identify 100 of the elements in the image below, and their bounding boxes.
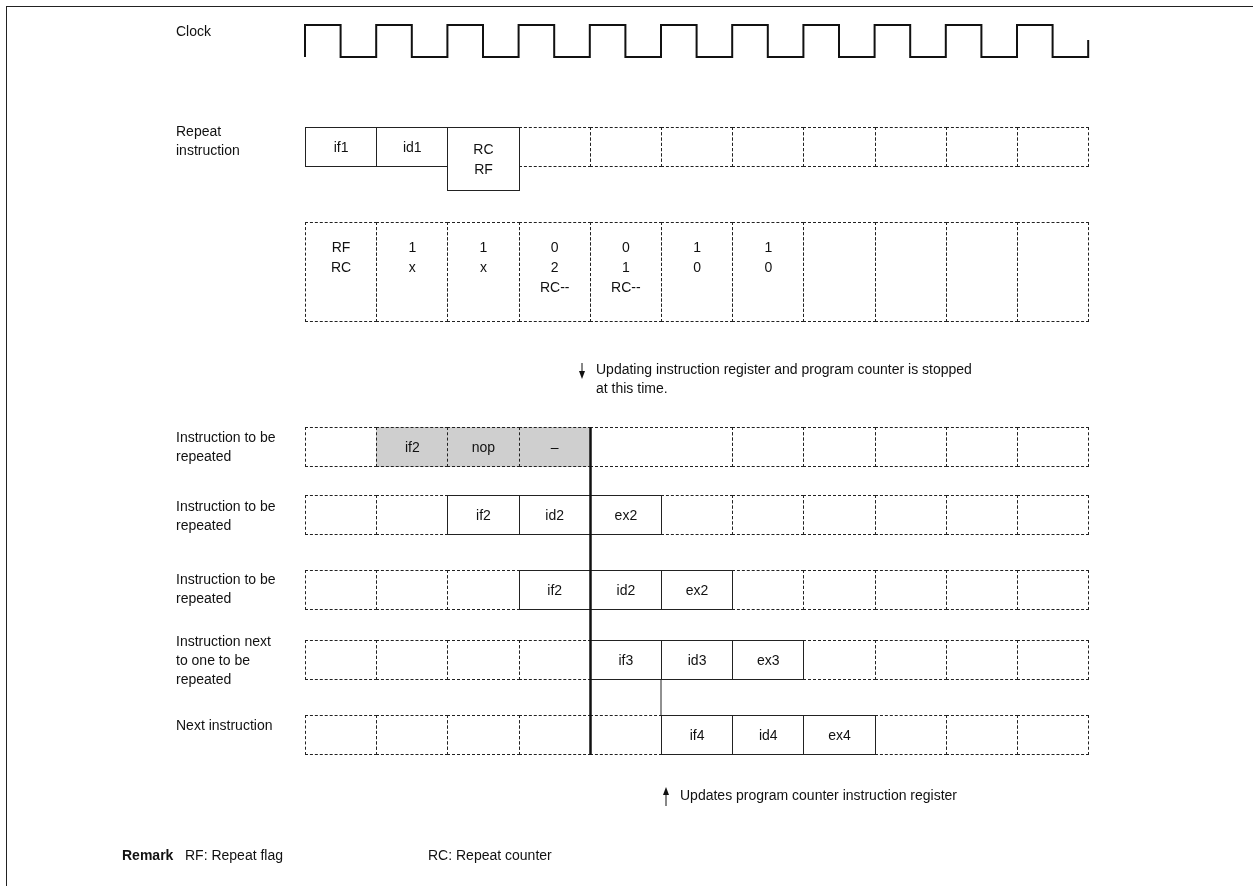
shaded-timing-cell xyxy=(376,427,449,467)
cell-text: RC-- xyxy=(539,278,570,297)
timing-cell xyxy=(732,427,805,467)
timing-cell xyxy=(305,222,378,322)
text-label: Instruction to be repeated xyxy=(176,570,276,608)
timing-cell xyxy=(305,640,378,680)
cell-text: ex4 xyxy=(828,726,851,745)
timing-cell xyxy=(376,127,449,167)
cell-text: RC-- xyxy=(611,278,641,297)
timing-cell xyxy=(945,127,1018,167)
timing-cell xyxy=(945,570,1018,610)
cell-text: 1 xyxy=(693,238,701,257)
timing-cell xyxy=(661,640,734,680)
timing-cell xyxy=(589,427,734,467)
timing-cell xyxy=(376,222,449,322)
cell-text: ex2 xyxy=(614,506,638,525)
timing-cell xyxy=(803,222,876,322)
text-label: Instruction next to one to be repeated xyxy=(176,632,272,689)
cell-text: if2 xyxy=(404,438,420,457)
cell-text: if1 xyxy=(333,138,349,157)
timing-cell xyxy=(447,495,520,535)
timing-cell xyxy=(874,640,947,680)
timing-cell xyxy=(589,640,662,680)
timing-cell xyxy=(803,495,876,535)
cell-text: id3 xyxy=(687,651,707,670)
timing-cell xyxy=(1017,495,1090,535)
timing-cell xyxy=(732,570,805,610)
timing-cell xyxy=(1017,427,1090,467)
cell-text: id2 xyxy=(616,581,636,600)
timing-cell xyxy=(305,715,378,755)
timing-cell xyxy=(589,495,662,535)
timing-cell xyxy=(447,127,520,191)
cell-text: 1 xyxy=(479,238,488,257)
text-label: Updating instruction register and program counter is stopped at this time. xyxy=(596,360,973,398)
text-label: Repeat instruction xyxy=(176,122,241,160)
timing-cell xyxy=(874,570,947,610)
cell-text: id2 xyxy=(545,506,565,525)
timing-cell xyxy=(874,495,947,535)
timing-cell xyxy=(589,222,662,322)
timing-cell xyxy=(518,222,591,322)
text-label: Next instruction xyxy=(176,716,274,735)
timing-cell xyxy=(305,570,378,610)
cell-text: if4 xyxy=(689,726,705,745)
timing-cell xyxy=(945,427,1018,467)
cell-text: id1 xyxy=(402,138,422,157)
timing-cell xyxy=(305,127,378,167)
cell-text: x xyxy=(480,258,487,277)
timing-cell xyxy=(803,127,876,167)
cell-text: RF xyxy=(474,160,493,179)
timing-cell xyxy=(305,495,378,535)
text-label: RF: Repeat flag xyxy=(185,846,284,865)
timing-cell xyxy=(874,127,947,167)
timing-cell xyxy=(945,495,1018,535)
timing-cell xyxy=(945,715,1018,755)
timing-cell xyxy=(376,640,449,680)
timing-cell xyxy=(732,127,805,167)
timing-cell xyxy=(1017,127,1090,167)
cell-text: 0 xyxy=(693,258,701,277)
timing-cell xyxy=(376,570,449,610)
timing-cell xyxy=(945,640,1018,680)
cell-text: ex3 xyxy=(757,651,780,670)
timing-cell xyxy=(1017,222,1090,322)
timing-cell xyxy=(732,222,805,322)
cell-text: 0 xyxy=(550,238,559,257)
text-label: Instruction to be repeated xyxy=(176,497,276,535)
timing-cell xyxy=(661,127,734,167)
timing-cell xyxy=(661,570,734,610)
timing-cell xyxy=(518,495,591,535)
timing-cell xyxy=(803,715,876,755)
timing-cell xyxy=(589,127,662,167)
text-label: RC: Repeat counter xyxy=(428,846,552,865)
timing-cell xyxy=(518,640,591,680)
cell-text: RC xyxy=(330,258,352,277)
timing-cell xyxy=(518,127,591,167)
cell-text: 0 xyxy=(764,258,773,277)
timing-cell xyxy=(661,222,734,322)
timing-cell xyxy=(874,427,947,467)
cell-text: nop xyxy=(471,438,496,457)
timing-cell xyxy=(1017,715,1090,755)
cell-text: 0 xyxy=(622,238,630,257)
cell-text: – xyxy=(550,438,559,457)
cell-text: if2 xyxy=(547,581,563,600)
timing-cell xyxy=(447,222,520,322)
cell-text: id4 xyxy=(758,726,778,745)
timing-cell xyxy=(1017,640,1090,680)
timing-cell xyxy=(1017,570,1090,610)
remark-heading: Remark xyxy=(122,846,174,865)
timing-cell xyxy=(518,570,591,610)
shaded-timing-cell xyxy=(447,427,520,467)
cell-text: 1 xyxy=(622,258,630,277)
timing-cell xyxy=(945,222,1018,322)
timing-cell xyxy=(732,640,805,680)
text-label: Instruction to be repeated xyxy=(176,428,276,466)
timing-cell xyxy=(661,715,734,755)
cell-text: x xyxy=(408,258,416,277)
timing-cell xyxy=(803,570,876,610)
cell-text: ex2 xyxy=(685,581,709,600)
cell-text: 1 xyxy=(764,238,773,257)
timing-cell xyxy=(732,495,805,535)
timing-cell xyxy=(874,222,947,322)
